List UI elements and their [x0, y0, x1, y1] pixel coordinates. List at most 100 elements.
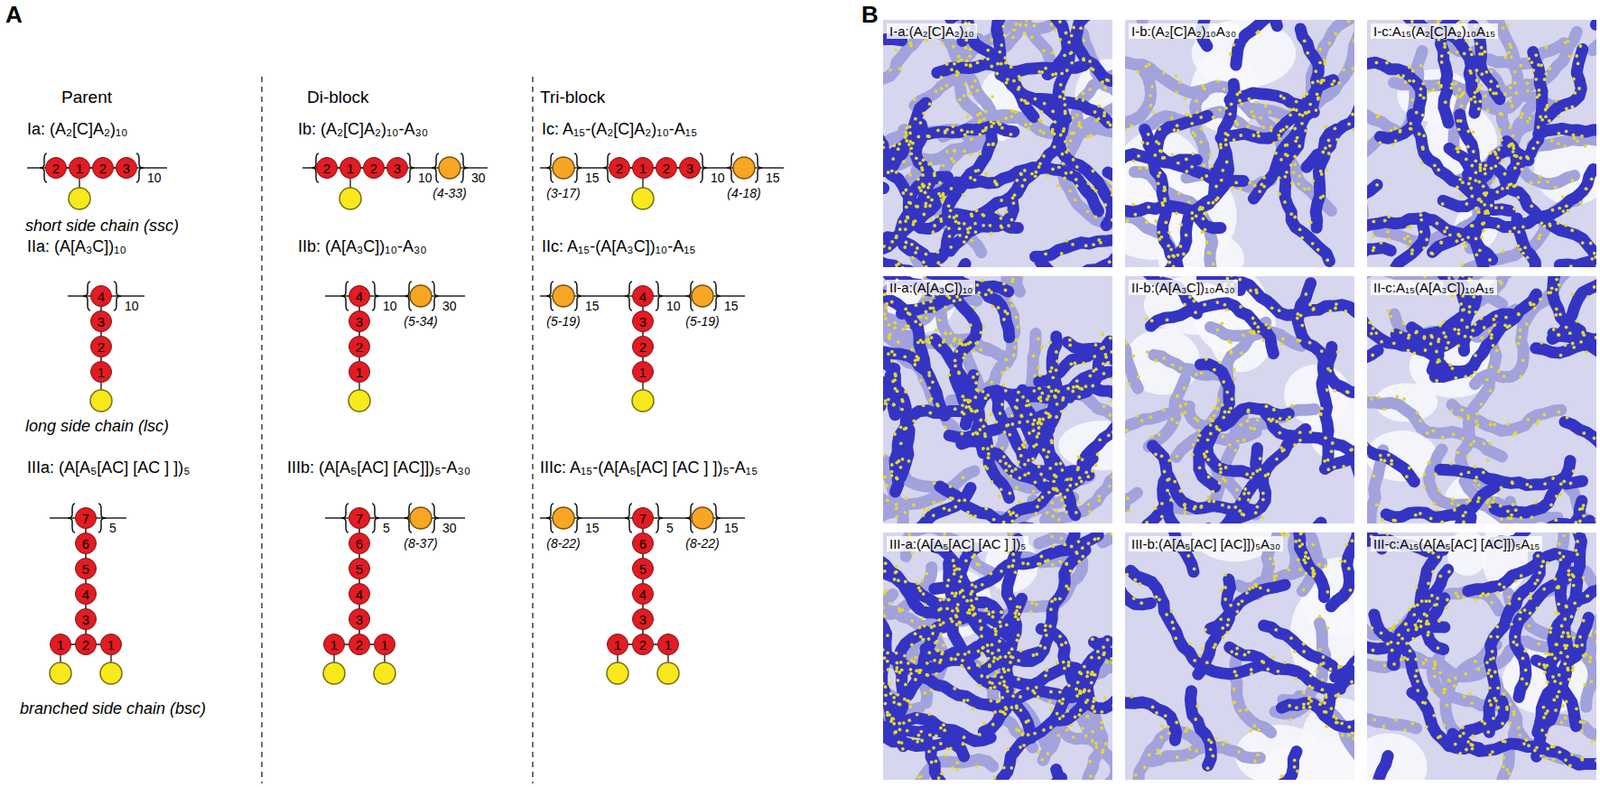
- c-bead-dot: [1347, 122, 1351, 127]
- c-bead-dot: [1153, 219, 1158, 224]
- c-bead-dot: [856, 98, 861, 103]
- c-bead-dot: [1146, 6, 1151, 10]
- c-bead-dot: [900, 408, 904, 412]
- c-bead-dot: [954, 220, 959, 224]
- c-bead-dot: [844, 165, 848, 169]
- c-bead-dot: [882, 244, 886, 249]
- c-bead-dot: [1003, 55, 1007, 60]
- c-bead-dot: [984, 126, 988, 131]
- c-bead-dot: [1082, 243, 1087, 248]
- c-bead-dot: [1224, 131, 1228, 136]
- c-bead-dot: [1004, 468, 1008, 473]
- c-bead-dot: [984, 110, 988, 114]
- c-bead-dot: [920, 173, 925, 177]
- c-bead-dot: [1293, 139, 1298, 143]
- c-bead-dot: [910, 348, 914, 353]
- c-bead-dot: [932, 309, 937, 314]
- c-bead-dot: [924, 38, 929, 43]
- c-bead-dot: [965, 103, 969, 108]
- c-bead-dot: [1410, 248, 1414, 252]
- c-bead-dot: [1391, 266, 1396, 270]
- c-bead-dot: [1421, 82, 1425, 86]
- c-bead-dot: [1207, 201, 1211, 205]
- c-bead-dot: [963, 83, 968, 87]
- c-bead-dot: [907, 459, 912, 464]
- c-bead-dot: [1046, 174, 1051, 178]
- c-bead-dot: [1269, 9, 1274, 14]
- c-bead-dot: [1088, 133, 1093, 138]
- c-bead-dot: [949, 67, 954, 72]
- c-bead-dot: [1219, 178, 1224, 183]
- c-bead-dot: [1069, 139, 1073, 143]
- c-bead-dot: [1442, 45, 1447, 49]
- c-bead-dot: [1497, 128, 1502, 132]
- c-bead-dot: [1090, 186, 1095, 190]
- c-bead-dot: [1074, 148, 1079, 152]
- c-bead-dot: [977, 13, 982, 18]
- c-bead-dot: [955, 70, 959, 75]
- c-bead-dot: [921, 213, 926, 217]
- a-bead-cluster: [1253, 28, 1319, 199]
- c-bead-dot: [875, 74, 880, 78]
- c-bead-dot: [1262, 176, 1266, 180]
- c-bead-dot: [1065, 269, 1070, 273]
- c-bead-dot: [986, 455, 991, 460]
- c-bead-dot: [1088, 87, 1092, 92]
- c-bead-dot: [1528, 116, 1533, 121]
- c-bead-dot: [1224, 138, 1228, 142]
- c-bead-dot: [1322, 62, 1327, 66]
- c-bead-dot: [912, 98, 917, 103]
- c-bead-dot: [1543, 224, 1547, 229]
- c-bead-dot: [717, 381, 722, 385]
- c-bead-dot: [919, 338, 923, 343]
- c-bead-dot: [1506, 144, 1511, 149]
- c-bead-dot: [1342, 68, 1347, 73]
- c-bead-dot: [1000, 126, 1005, 131]
- c-bead-dot: [1008, 474, 1013, 479]
- c-bead-dot: [957, 499, 961, 503]
- c-bead-dot: [1357, 373, 1361, 378]
- c-bead-dot: [1036, 337, 1041, 342]
- c-bead-dot: [1051, 73, 1055, 77]
- c-bead-dot: [1032, 24, 1037, 28]
- c-bead-dot: [931, 182, 936, 187]
- c-bead-dot: [1035, 435, 1040, 439]
- c-bead-dot: [1041, 130, 1046, 135]
- a-bead-cluster: [806, 368, 895, 426]
- c-bead-dot: [898, 227, 903, 232]
- c-bead-dot: [1417, 132, 1422, 137]
- c-bead-dot: [1193, 133, 1198, 138]
- c-bead-dot: [948, 214, 952, 219]
- c-bead-dot: [1474, 170, 1479, 175]
- c-bead-dot: [1287, 107, 1292, 112]
- c-bead-dot: [1190, 151, 1195, 156]
- c-bead-dot: [1009, 240, 1014, 244]
- c-bead-dot: [844, 38, 848, 43]
- c-bead-dot: [1084, 470, 1089, 475]
- c-bead-dot: [858, 255, 863, 260]
- c-bead-dot: [999, 43, 1004, 47]
- c-bead-dot: [913, 319, 918, 324]
- c-bead-dot: [1172, 128, 1177, 132]
- c-bead-dot: [1014, 338, 1019, 343]
- c-bead-dot: [1122, 324, 1126, 328]
- c-bead-dot: [949, 157, 954, 161]
- c-bead-dot: [882, 454, 886, 458]
- c-bead-dot: [1576, 62, 1581, 66]
- c-bead-dot: [800, 116, 804, 121]
- c-bead-dot: [1334, 32, 1339, 37]
- c-bead-dot: [1518, 156, 1523, 160]
- c-bead-dot: [1361, 197, 1366, 202]
- c-bead-dot: [1496, 84, 1500, 89]
- c-bead-dot: [1043, 251, 1048, 256]
- c-bead-dot: [877, 158, 882, 163]
- c-bead-dot: [958, 7, 962, 11]
- c-bead-dot: [1557, 131, 1562, 136]
- c-bead-dot: [1252, 133, 1256, 138]
- c-bead-dot: [894, 514, 899, 519]
- c-bead-dot: [1037, 386, 1042, 391]
- c-bead-dot: [1426, 90, 1431, 94]
- c-bead-dot: [1536, 125, 1541, 130]
- c-bead-dot: [1058, 37, 1062, 42]
- c-bead-dot: [1122, 106, 1126, 111]
